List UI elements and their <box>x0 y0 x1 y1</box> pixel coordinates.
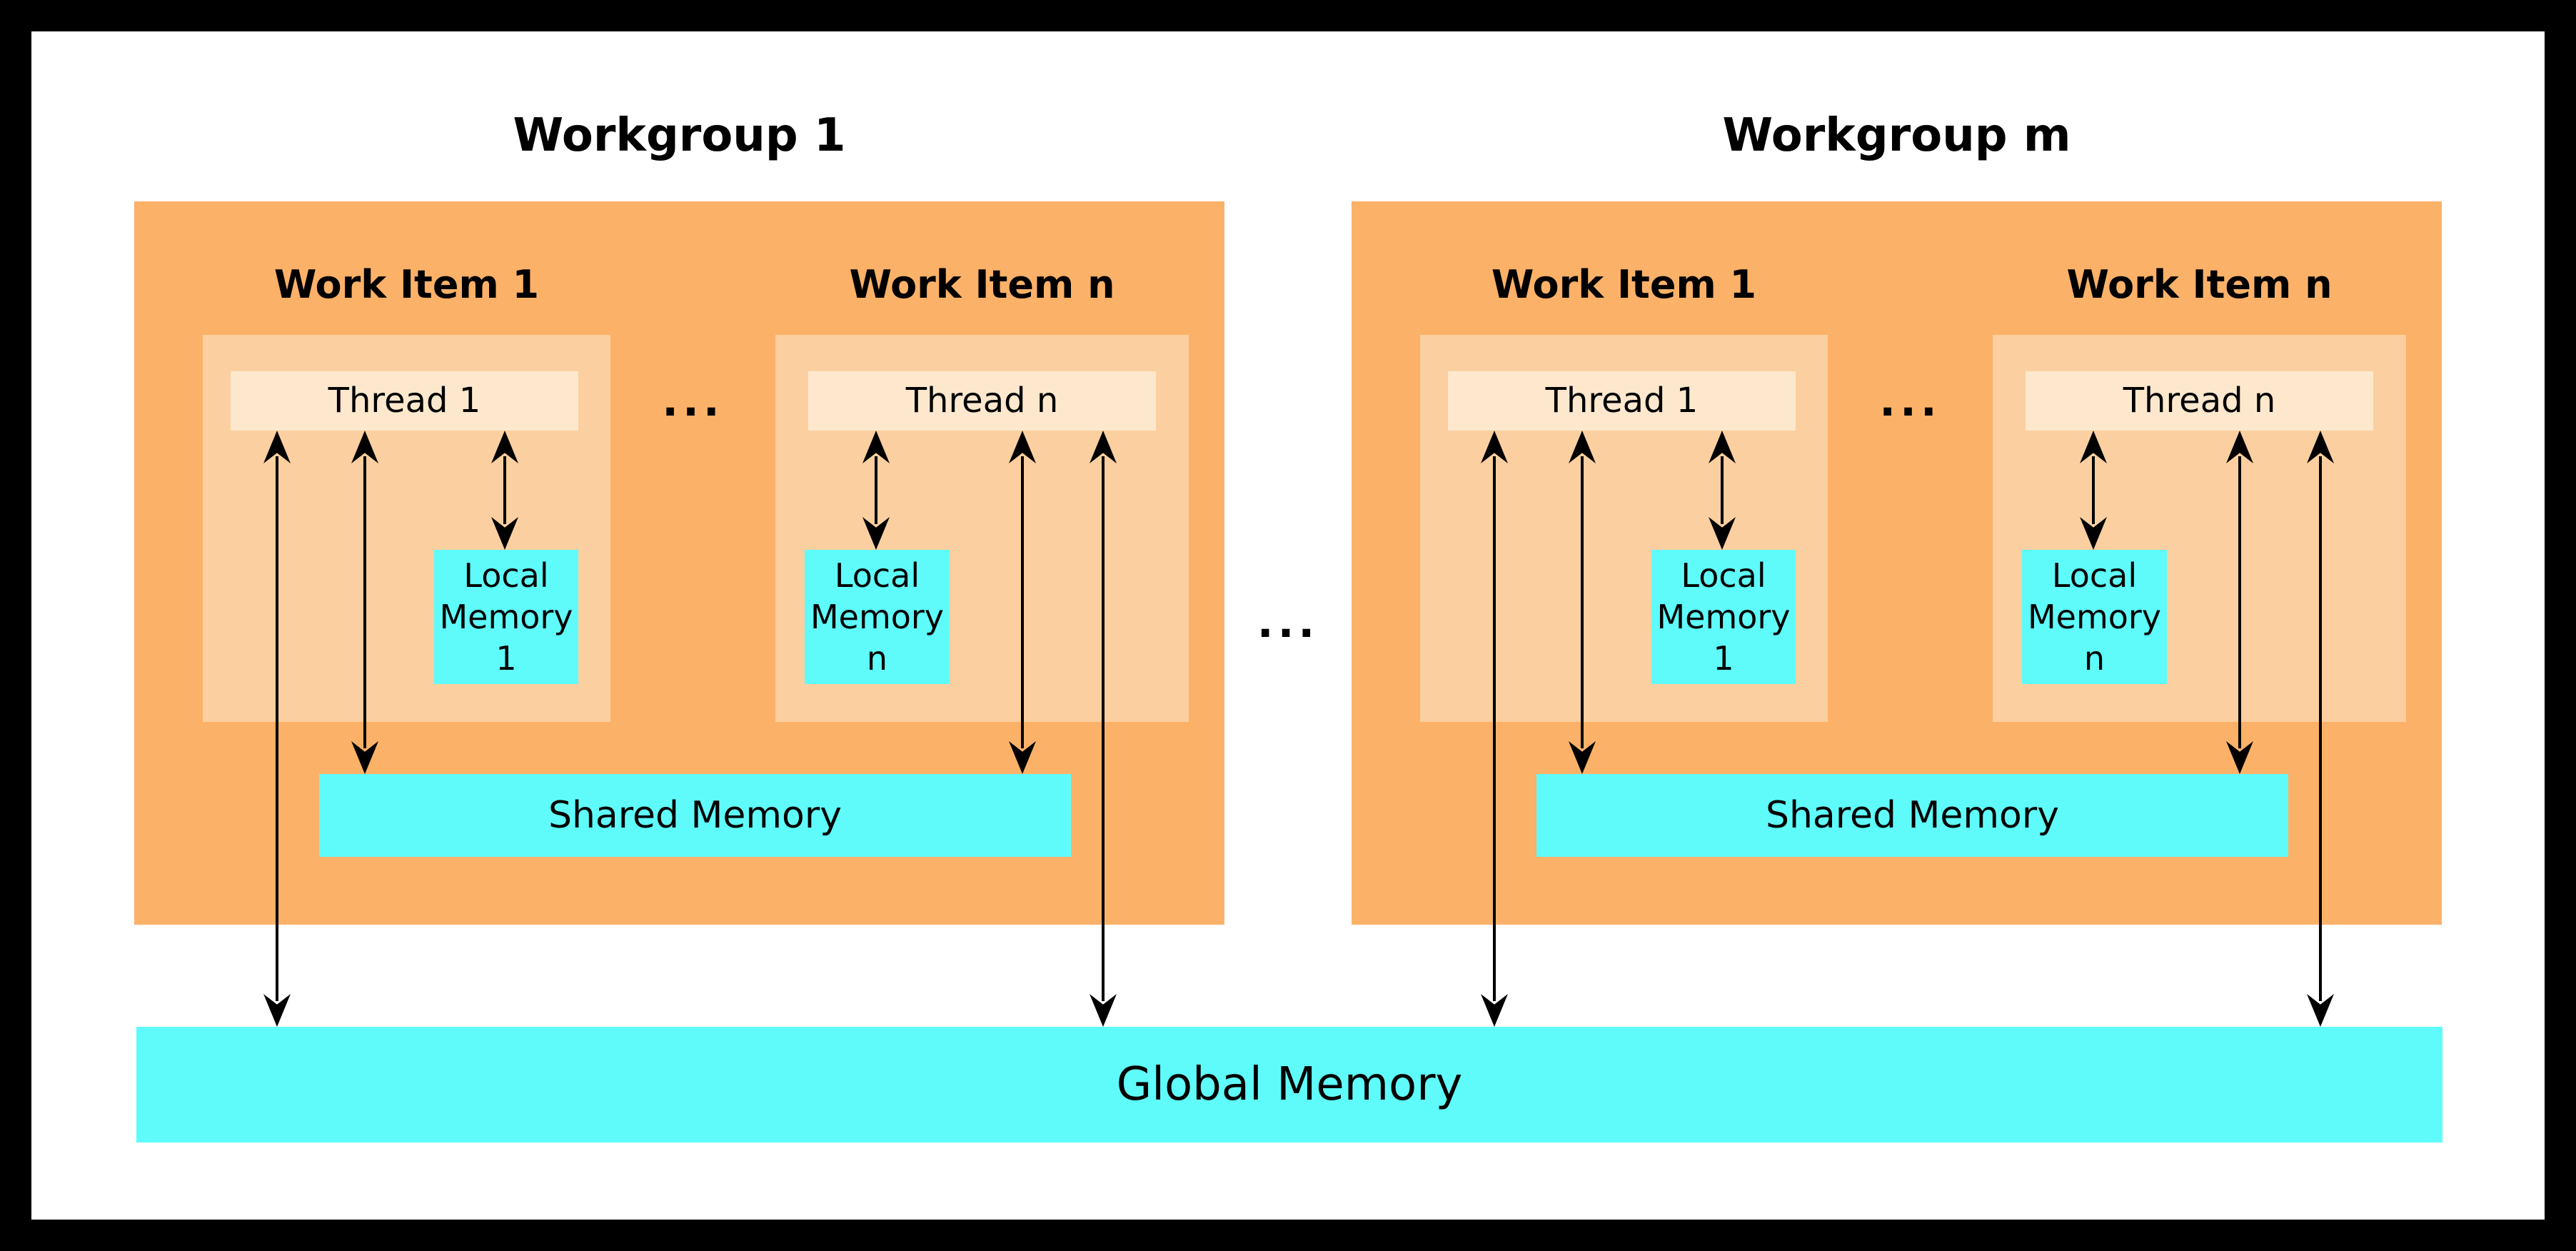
workgroup-m-title: Workgroup m <box>1722 109 2071 162</box>
shared-memory-box: Shared Memory <box>1536 774 2288 857</box>
thread-global-memory-arrow <box>2307 431 2334 1027</box>
arrow-line <box>2092 456 2095 524</box>
shared-memory-box: Shared Memory <box>319 774 1071 857</box>
arrow-line <box>875 456 877 524</box>
local-memory-box: Local Memory 1 <box>434 550 578 684</box>
arrow-line <box>1721 456 1724 524</box>
local-memory-box: Local Memory n <box>805 550 950 684</box>
thread-box: Thread 1 <box>231 371 578 431</box>
thread-local-memory-arrow <box>862 431 890 550</box>
thread-box: Thread n <box>808 371 1156 431</box>
thread-local-memory-arrow <box>491 431 518 550</box>
arrow-line <box>1493 456 1496 1001</box>
local-memory-box: Local Memory n <box>2022 550 2167 684</box>
arrow-line <box>1021 456 1024 748</box>
workgroup-1-box: Work Item 1 Work Item n Thread 1 Thread … <box>134 201 1224 1027</box>
thread-shared-memory-arrow <box>1009 431 1036 774</box>
work-item-ellipsis: ... <box>1879 376 1941 426</box>
arrow-line <box>2238 456 2241 748</box>
work-item-title: Work Item 1 <box>1491 262 1757 307</box>
arrow-line <box>363 456 366 748</box>
thread-shared-memory-arrow <box>351 431 378 774</box>
thread-box: Thread 1 <box>1448 371 1796 431</box>
workgroup-1-title: Workgroup 1 <box>513 109 846 162</box>
local-memory-box: Local Memory 1 <box>1651 550 1796 684</box>
thread-local-memory-arrow <box>1709 431 1736 550</box>
arrow-line <box>1102 456 1105 1001</box>
workgroup-ellipsis: ... <box>1257 598 1319 648</box>
global-memory-box: Global Memory <box>136 1027 2442 1142</box>
arrow-line <box>2319 456 2322 1001</box>
thread-global-memory-arrow <box>1481 431 1508 1027</box>
thread-shared-memory-arrow <box>1569 431 1596 774</box>
work-item-title: Work Item n <box>2066 262 2333 307</box>
thread-local-memory-arrow <box>2080 431 2107 550</box>
arrow-line <box>503 456 506 524</box>
work-item-ellipsis: ... <box>662 376 724 426</box>
arrow-line <box>1581 456 1584 748</box>
workgroup-m-box: Work Item 1 Work Item n Thread 1 Thread … <box>1352 201 2442 1027</box>
thread-global-memory-arrow <box>263 431 291 1027</box>
thread-shared-memory-arrow <box>2226 431 2253 774</box>
arrow-line <box>276 456 278 1001</box>
thread-box: Thread n <box>2026 371 2373 431</box>
thread-global-memory-arrow <box>1090 431 1117 1027</box>
work-item-title: Work Item n <box>849 262 1115 307</box>
work-item-title: Work Item 1 <box>273 262 540 307</box>
